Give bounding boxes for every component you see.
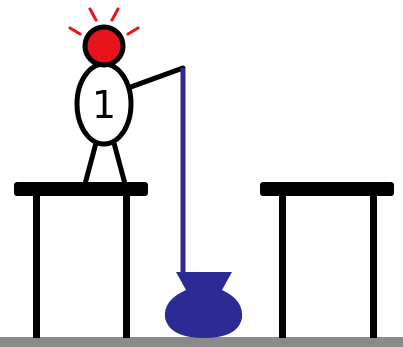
right-leg	[114, 143, 125, 184]
left-leg	[85, 143, 96, 184]
table-right-leg-1	[279, 196, 286, 338]
table-right-leg-2	[370, 196, 377, 338]
table-left-leg-1	[33, 196, 40, 338]
table-right	[260, 182, 394, 338]
table-left-top	[14, 182, 148, 196]
bucket	[165, 272, 242, 338]
table-right-top	[260, 182, 394, 196]
stick-figure: 1	[77, 27, 183, 184]
head	[85, 27, 123, 65]
badge-number: 1	[92, 83, 116, 127]
ground-line	[0, 337, 403, 347]
table-left	[14, 182, 148, 338]
table-left-leg-2	[123, 196, 130, 338]
arm	[128, 68, 183, 88]
